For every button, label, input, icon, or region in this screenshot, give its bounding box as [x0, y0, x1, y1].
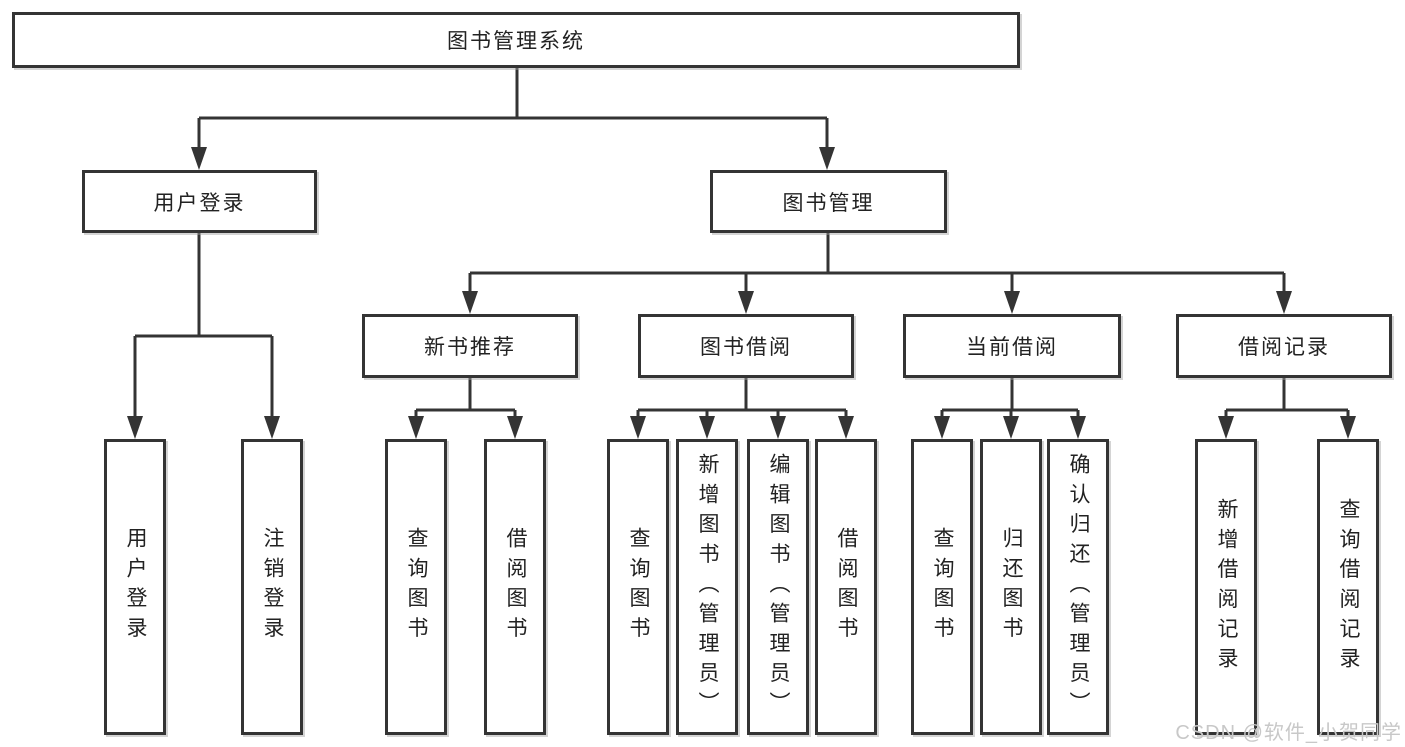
leaf-borrow-books-recommend: 借阅图书	[484, 439, 546, 735]
watermark: CSDN @软件_小贺同学	[1175, 722, 1402, 744]
node-book-management: 图书管理	[710, 170, 947, 233]
node-borrowing-records: 借阅记录	[1176, 314, 1392, 378]
node-user-login: 用户登录	[82, 170, 317, 233]
leaf-return-books: 归还图书	[980, 439, 1042, 735]
leaf-confirm-return-admin: 确认归还（管理员）	[1047, 439, 1109, 735]
node-book-borrowing: 图书借阅	[638, 314, 854, 378]
arrowheads	[127, 147, 1356, 439]
leaf-edit-books-admin: 编辑图书（管理员）	[747, 439, 809, 735]
leaf-add-books-admin: 新增图书（管理员）	[676, 439, 738, 735]
leaf-query-books-borrowing: 查询图书	[607, 439, 669, 735]
node-library-system: 图书管理系统	[12, 12, 1020, 68]
node-current-borrowing: 当前借阅	[903, 314, 1121, 378]
leaf-query-books-recommend: 查询图书	[385, 439, 447, 735]
leaf-add-borrow-record: 新增借阅记录	[1195, 439, 1257, 735]
leaf-query-borrow-record: 查询借阅记录	[1317, 439, 1379, 735]
node-new-book-recommend: 新书推荐	[362, 314, 578, 378]
leaf-borrow-books-borrowing: 借阅图书	[815, 439, 877, 735]
leaf-logout: 注销登录	[241, 439, 303, 735]
leaf-user-login: 用户登录	[104, 439, 166, 735]
leaf-query-books-current: 查询图书	[911, 439, 973, 735]
connector-lines	[133, 68, 1350, 420]
